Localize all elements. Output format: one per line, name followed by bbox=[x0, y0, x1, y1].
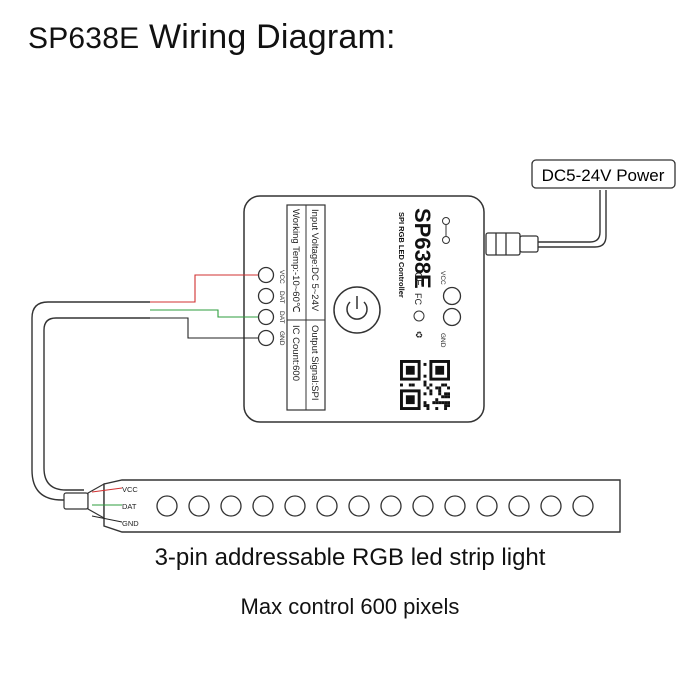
title-model: SP638E bbox=[28, 22, 140, 55]
signal-wires bbox=[150, 274, 258, 339]
led-pixel bbox=[188, 495, 210, 517]
strip-pin-gnd: GND bbox=[122, 519, 139, 528]
pin-label-gnd: GND bbox=[278, 331, 285, 346]
led-pixel bbox=[508, 495, 530, 517]
spec-ic-count: IC Count:600 bbox=[290, 325, 301, 381]
pin-label-vcc: VCC bbox=[278, 270, 285, 284]
led-pixel bbox=[348, 495, 370, 517]
led-array bbox=[156, 495, 594, 517]
svg-text:CE: CE bbox=[412, 272, 423, 286]
led-pixel bbox=[444, 495, 466, 517]
caption-strip-type: 3-pin addressable RGB led strip light bbox=[154, 544, 546, 571]
led-pixel bbox=[252, 495, 274, 517]
dc-jack bbox=[485, 232, 539, 256]
certification-icons: CE FC ♻ bbox=[412, 272, 425, 340]
controller-brand: SP638E bbox=[410, 208, 435, 289]
pin-label-dat-1: DAT bbox=[278, 291, 285, 304]
led-pixel bbox=[220, 495, 242, 517]
power-label: DC5-24V Power bbox=[531, 159, 676, 189]
page-title: SP638E Wiring Diagram: bbox=[28, 18, 396, 57]
svg-text:♻: ♻ bbox=[415, 330, 423, 340]
pin-label-dat-2: DAT bbox=[278, 311, 285, 324]
spec-working-temp: Working Temp:-10~60℃ bbox=[290, 209, 301, 313]
cable-connector bbox=[63, 482, 105, 520]
strip-pad-wires bbox=[91, 487, 123, 523]
output-terminals bbox=[257, 266, 275, 347]
led-pixel bbox=[284, 495, 306, 517]
led-pixel bbox=[572, 495, 594, 517]
power-pin-vcc: VCC bbox=[439, 271, 446, 285]
led-strip: VCC DAT GND bbox=[91, 479, 621, 533]
strip-pin-vcc: VCC bbox=[122, 485, 138, 494]
led-pixel bbox=[540, 495, 562, 517]
power-pin-gnd: GND bbox=[439, 333, 446, 348]
led-pixel bbox=[412, 495, 434, 517]
dc-polarity-icon bbox=[442, 217, 450, 244]
power-cable bbox=[537, 190, 607, 248]
led-pixel bbox=[316, 495, 338, 517]
led-pixel bbox=[380, 495, 402, 517]
power-terminals bbox=[442, 286, 462, 327]
title-text: Wiring Diagram: bbox=[148, 18, 396, 56]
qr-code bbox=[400, 360, 450, 410]
controller-subtitle: SPI RGB LED Controller bbox=[397, 212, 406, 298]
spec-input-voltage: Input Voltage:DC 5~24V bbox=[309, 209, 320, 312]
power-button-icon[interactable] bbox=[333, 286, 381, 334]
power-label-text: DC5-24V Power bbox=[542, 166, 665, 185]
caption-max-pixels: Max control 600 pixels bbox=[240, 594, 460, 619]
strip-pin-dat: DAT bbox=[122, 502, 137, 511]
led-pixel bbox=[476, 495, 498, 517]
spec-output-signal: Output Signal:SPI bbox=[309, 325, 320, 401]
strip-cable bbox=[31, 301, 150, 501]
led-pixel bbox=[156, 495, 178, 517]
svg-text:FC: FC bbox=[413, 293, 423, 305]
controller-box: Input Voltage:DC 5~24V Working Temp:-10~… bbox=[243, 195, 485, 423]
